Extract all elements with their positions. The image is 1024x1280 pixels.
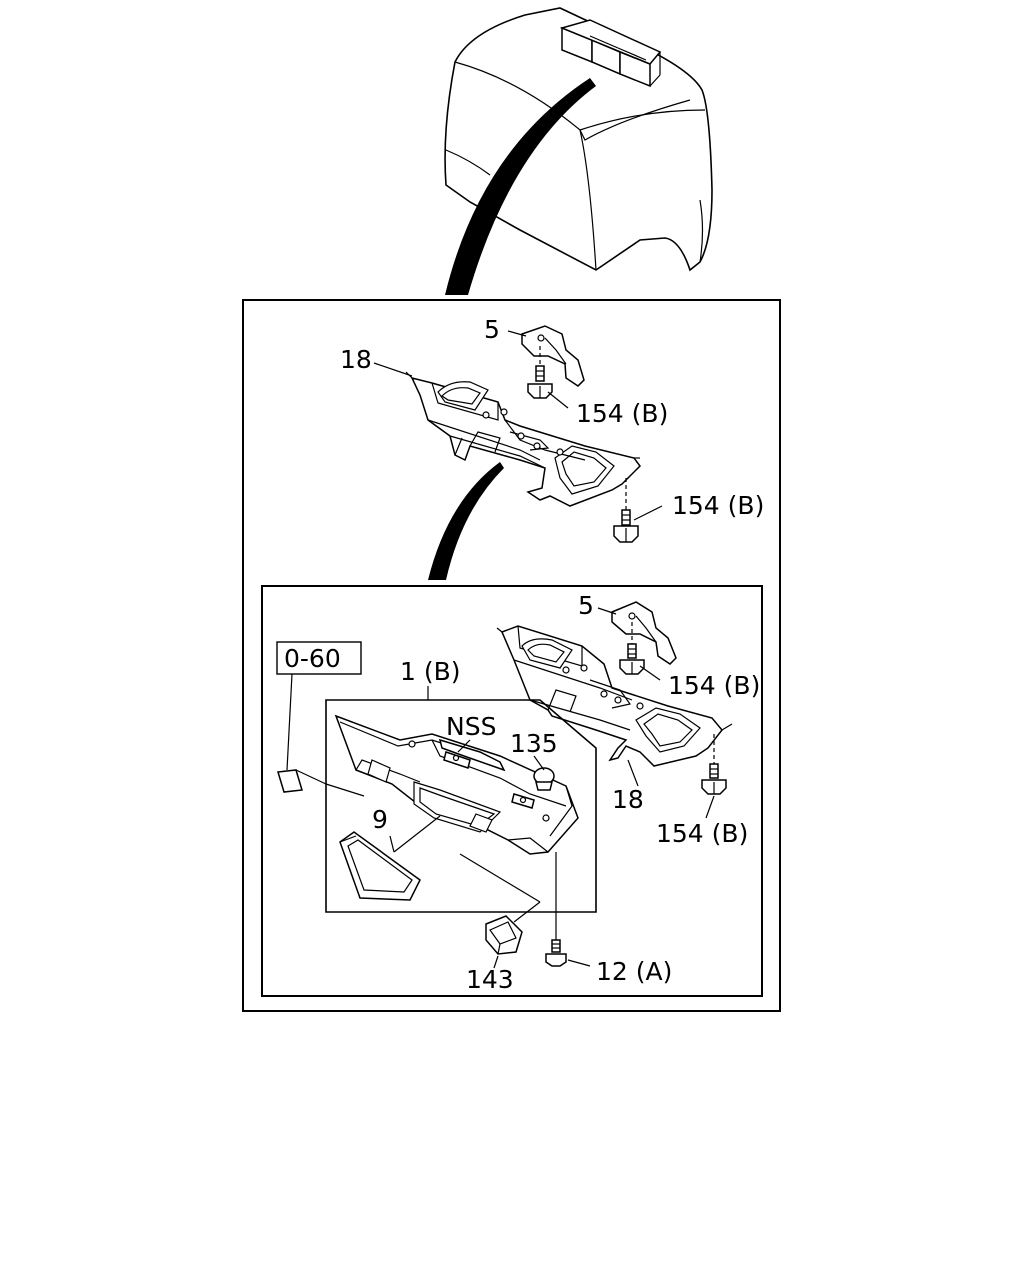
leader-9	[389, 835, 395, 853]
leader-154b-top-1	[547, 391, 569, 409]
leader-154b-bottom-1	[639, 665, 661, 681]
leader-143	[493, 955, 499, 969]
label-18-bottom: 18	[612, 785, 644, 814]
label-18-top: 18	[340, 345, 372, 374]
vehicle-cab	[444, 7, 713, 272]
label-1b: 1 (B)	[400, 657, 461, 686]
detail-frame-inner	[261, 585, 763, 997]
leader-5-top	[507, 330, 527, 337]
label-5-bottom: 5	[578, 591, 594, 620]
assembly-line-1	[459, 853, 541, 903]
bolt-154b-bottom-1	[619, 622, 645, 675]
label-plate	[277, 769, 303, 793]
label-9: 9	[372, 805, 388, 834]
detail-pointer-top	[445, 78, 596, 295]
panel-1b	[334, 714, 579, 855]
ref-box-0-60	[276, 641, 362, 675]
leader-18-top	[373, 362, 413, 377]
label-143: 143	[466, 965, 514, 994]
bolt-154b-bottom-2	[701, 734, 727, 795]
label-12a: 12 (A)	[596, 957, 672, 986]
lid-9	[339, 831, 421, 901]
bracket-18-top	[405, 371, 641, 507]
subframe-1b	[325, 699, 597, 913]
leader-12a	[567, 959, 591, 967]
bracket-5-bottom	[611, 601, 677, 665]
assembly-line-2	[513, 901, 541, 923]
detail-pointer-inner	[428, 462, 504, 580]
leader-5-bottom	[597, 607, 617, 615]
bracket-18-bottom	[496, 625, 733, 767]
label-154b-top-1: 154 (B)	[576, 399, 668, 428]
roof-marker-lamps	[559, 19, 662, 88]
clip-143	[485, 915, 523, 955]
leader-154b-bottom-2	[705, 795, 715, 819]
label-135: 135	[510, 729, 558, 758]
bracket-5-top	[521, 325, 585, 387]
label-ref-0-60: 0-60	[284, 644, 341, 673]
bolt-154b-top-2	[613, 478, 639, 543]
leader-9-b	[393, 815, 441, 853]
leader-nss	[457, 739, 471, 753]
clip-135	[533, 767, 555, 791]
label-5-top: 5	[484, 315, 500, 344]
detail-frame-outer	[242, 299, 781, 1012]
label-154b-top-2: 154 (B)	[672, 491, 764, 520]
leader-ref-0-60	[286, 673, 293, 771]
label-nss: NSS	[446, 712, 496, 741]
label-154b-bottom-1: 154 (B)	[668, 671, 760, 700]
label-154b-bottom-2: 154 (B)	[656, 819, 748, 848]
screw-12a	[545, 939, 567, 967]
leader-154b-top-2	[633, 505, 663, 521]
leader-135	[533, 755, 545, 771]
bolt-154b-top-1	[527, 346, 553, 399]
leader-18-bottom	[627, 759, 639, 787]
